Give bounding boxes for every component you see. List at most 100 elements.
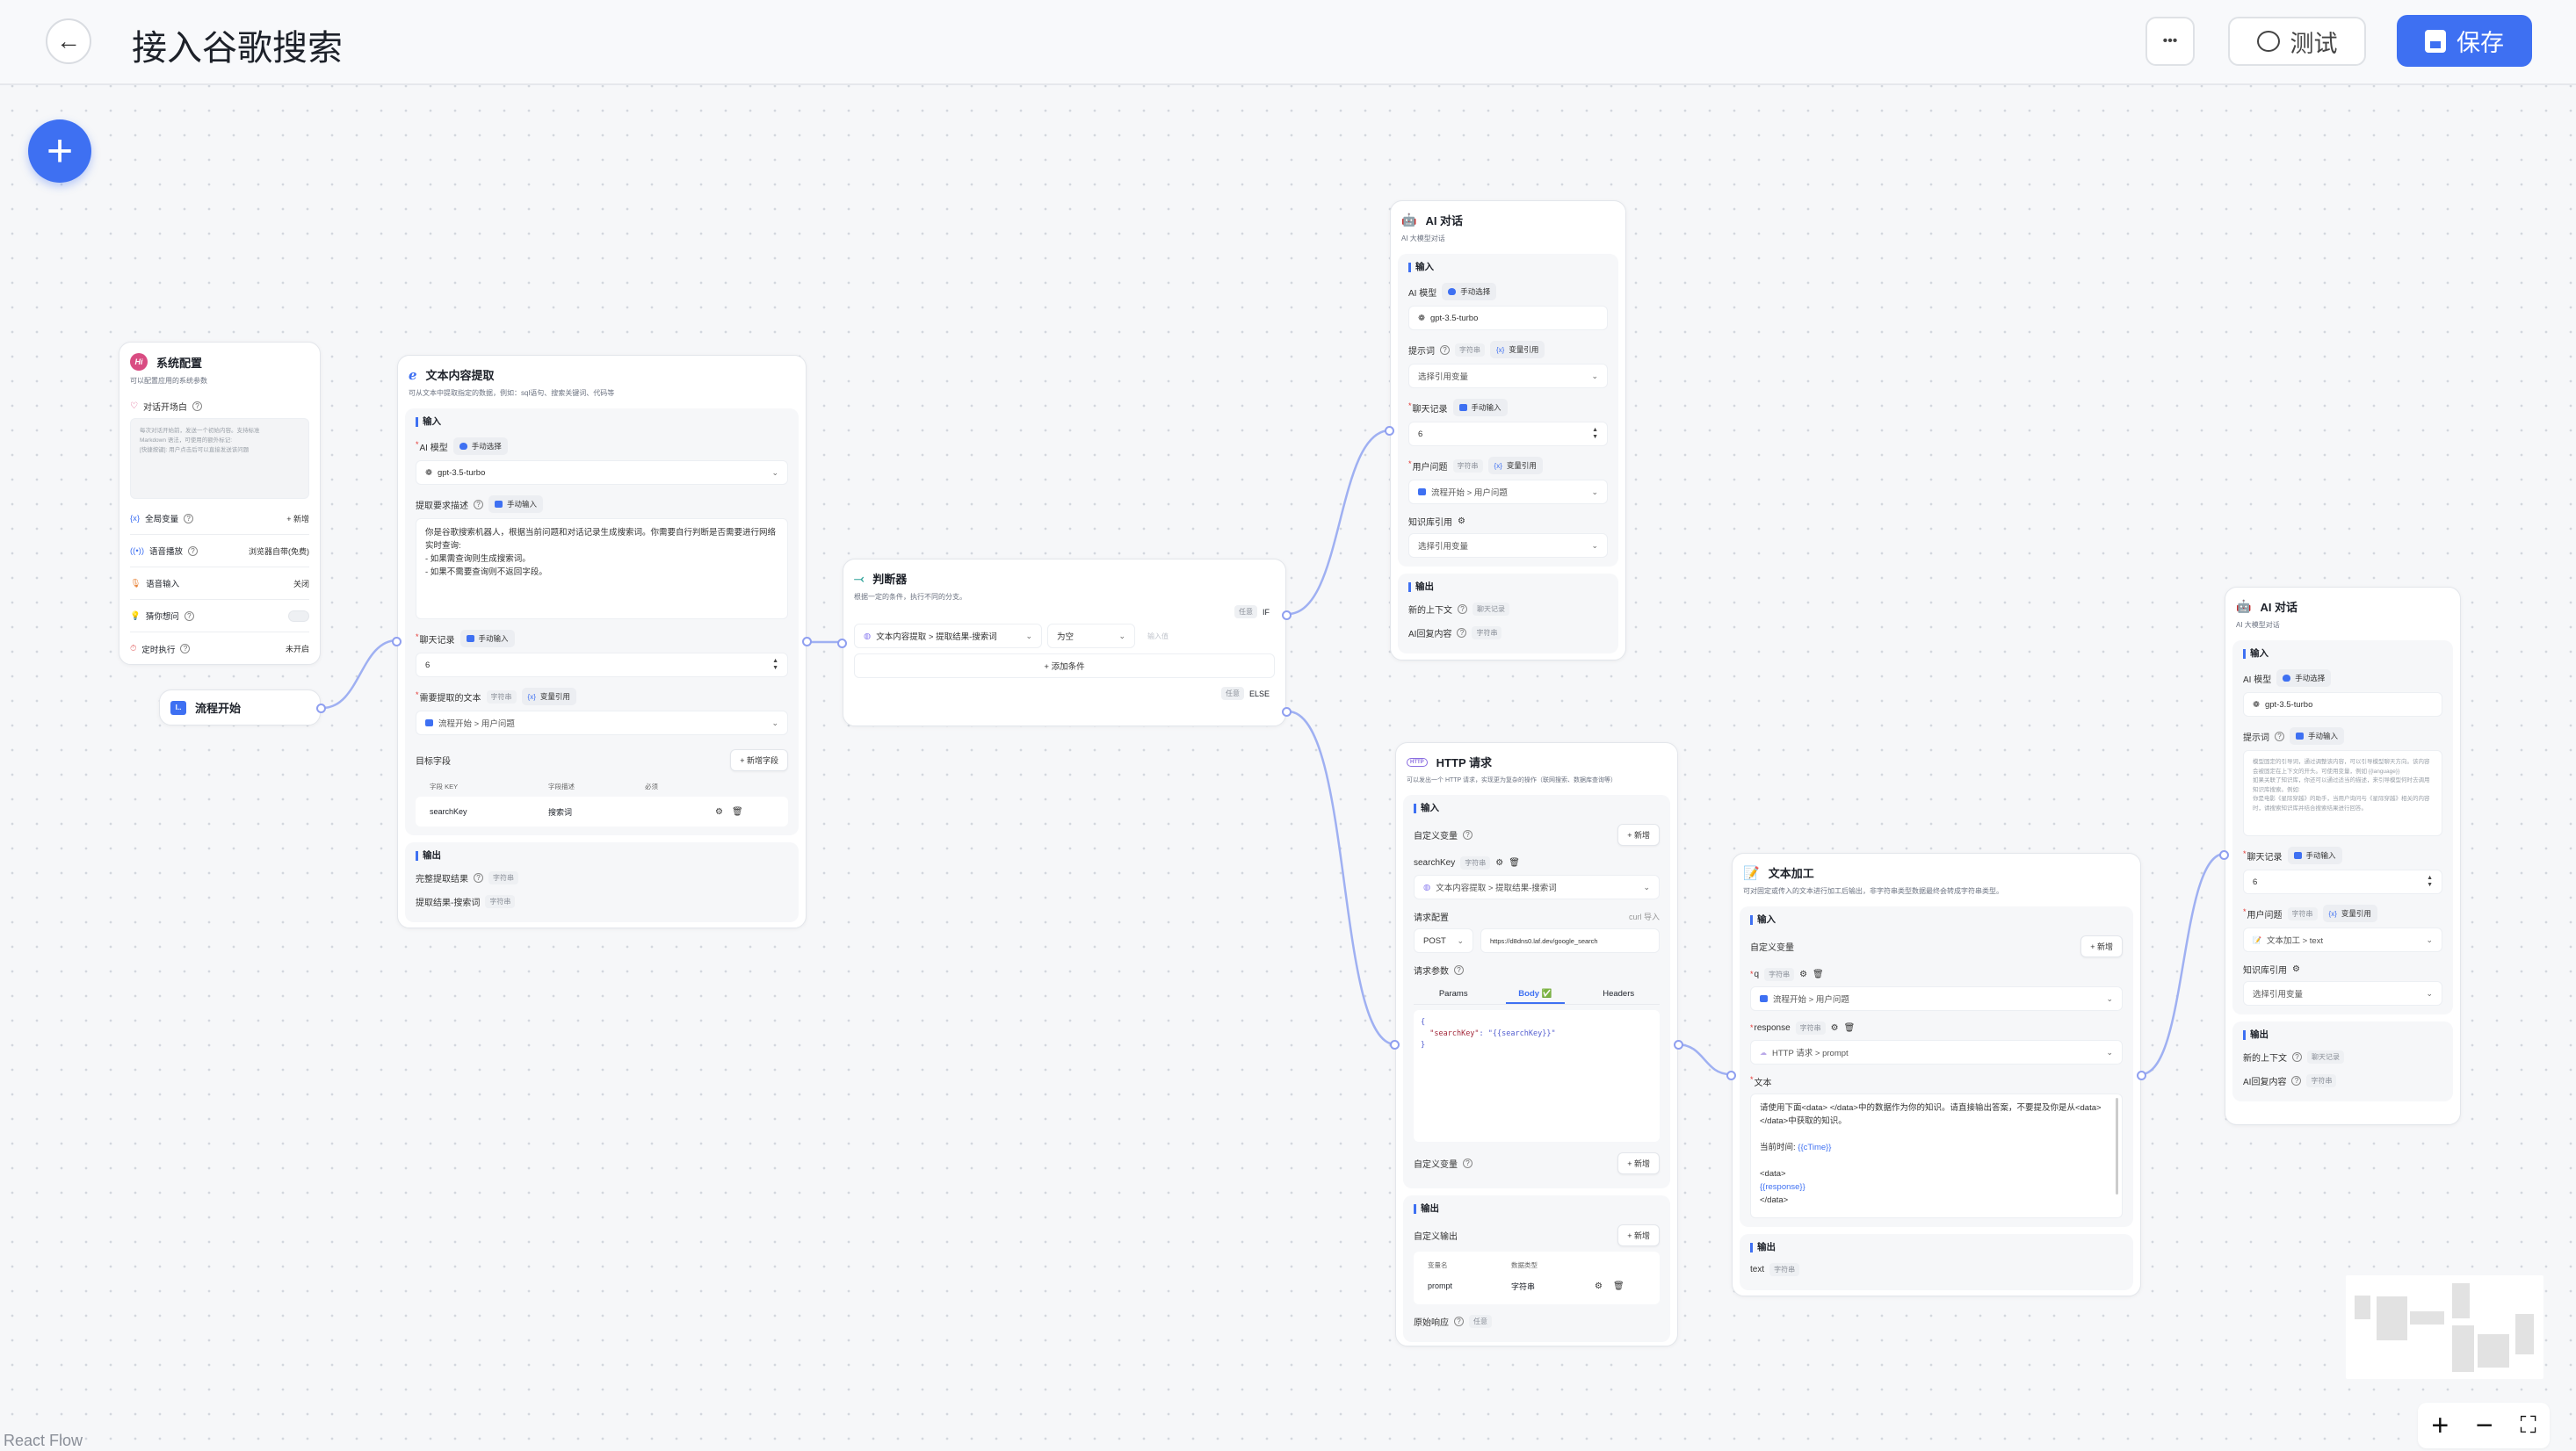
gear-icon[interactable]: ⚙ xyxy=(1458,516,1465,526)
tab-params[interactable]: Params xyxy=(1438,989,1468,999)
voice-input-value[interactable]: 关闭 xyxy=(293,579,309,588)
url-input[interactable]: https://d8dns0.laf.dev/google_search xyxy=(1480,928,1660,953)
if-output-handle[interactable] xyxy=(1282,610,1292,620)
back-button[interactable]: ← xyxy=(46,18,91,64)
response-select[interactable]: ☁HTTP 请求 > prompt⌄ xyxy=(1750,1040,2123,1065)
edge-judge-else-to-http[interactable] xyxy=(1287,710,1396,1046)
edge-text-edit-to-ai-chat-2[interactable] xyxy=(2140,852,2225,1076)
minimap[interactable] xyxy=(2346,1275,2543,1379)
voice-input-row[interactable]: 🎙语音输入关闭 xyxy=(130,567,309,600)
schedule-value[interactable]: 未开启 xyxy=(285,645,309,653)
var-ref-badge[interactable]: {x}变量引用 xyxy=(1490,341,1545,358)
condition-variable-select[interactable]: ◍文本内容提取 > 提取结果-搜索词⌄ xyxy=(854,624,1042,648)
gear-icon[interactable]: ⚙ xyxy=(2292,964,2300,974)
add-variable-button[interactable]: + 新增 xyxy=(1617,1152,1660,1174)
add-variable-button[interactable]: + 新增 xyxy=(1617,824,1660,846)
welcome-textarea[interactable]: 每次对话开始前，发送一个初始内容。支持标准 Markdown 语法，可使用的额外… xyxy=(130,418,309,499)
manual-input-badge[interactable]: 手动输入 xyxy=(2290,727,2345,745)
more-button[interactable]: ••• xyxy=(2145,17,2195,66)
trash-icon[interactable]: 🗑 xyxy=(1509,858,1520,868)
add-output-button[interactable]: + 新增 xyxy=(1617,1224,1660,1246)
fit-view-button[interactable]: ⛶ xyxy=(2520,1411,2536,1438)
editor-scrollbar[interactable] xyxy=(2116,1098,2118,1195)
ai-chat-node-2[interactable]: 🤖AI 对话 AI 大模型对话 输入 AI 模型手动选择 ❁gpt-3.5-tu… xyxy=(2219,587,2461,1125)
gear-icon[interactable]: ⚙ xyxy=(1830,1023,1839,1033)
output-handle[interactable] xyxy=(1674,1040,1683,1050)
user-question-select[interactable]: 流程开始 > 用户问题⌄ xyxy=(1408,480,1608,504)
add-field-button[interactable]: + 新增字段 xyxy=(730,749,788,771)
method-select[interactable]: POST⌄ xyxy=(1414,928,1473,953)
history-number-input[interactable]: 6▲▼ xyxy=(2243,870,2442,894)
model-select[interactable]: ❁gpt-3.5-turbo⌄ xyxy=(416,460,788,485)
stepper-icon[interactable]: ▲▼ xyxy=(772,658,778,671)
input-handle[interactable] xyxy=(1390,1040,1400,1050)
trash-icon[interactable]: 🗑 xyxy=(731,806,743,817)
prompt-select[interactable]: 选择引用变量⌄ xyxy=(1408,364,1608,388)
gear-icon[interactable]: ⚙ xyxy=(1595,1281,1603,1291)
manual-input-badge[interactable]: 手动输入 xyxy=(488,495,544,513)
stepper-icon[interactable]: ▲▼ xyxy=(2427,875,2433,888)
ai-chat-node[interactable]: 🤖AI 对话 AI 大模型对话 输入 AI 模型手动选择 ❁gpt-3.5-tu… xyxy=(1385,200,1626,661)
else-output-handle[interactable] xyxy=(1282,707,1292,717)
tab-headers[interactable]: Headers xyxy=(1603,989,1635,999)
tts-row[interactable]: ((•))语音播放?浏览器自带(免费) xyxy=(130,535,309,567)
body-editor[interactable]: { "searchKey": "{{searchKey}}"} xyxy=(1414,1010,1660,1142)
input-handle[interactable] xyxy=(837,639,847,648)
extract-prompt-textarea[interactable]: 你是谷歌搜索机器人，根据当前问题和对话记录生成搜索词。你需要自行判断是否需要进行… xyxy=(416,518,788,619)
model-select[interactable]: ❁gpt-3.5-turbo xyxy=(1408,306,1608,330)
operator-select[interactable]: 为空⌄ xyxy=(1047,624,1135,648)
input-handle[interactable] xyxy=(392,637,402,646)
add-condition-button[interactable]: + 添加条件 xyxy=(854,653,1275,678)
manual-select-badge[interactable]: 手动选择 xyxy=(2276,669,2332,687)
gear-icon[interactable]: ⚙ xyxy=(1495,858,1504,868)
manual-input-badge[interactable]: 手动输入 xyxy=(459,630,515,647)
text-template-editor[interactable]: 请使用下面<data> </data>中的数据作为你的知识。请直接输出答案，不要… xyxy=(1750,1094,2123,1218)
value-input[interactable]: 输入值 xyxy=(1147,632,1169,640)
stepper-icon[interactable]: ▲▼ xyxy=(1592,427,1598,440)
input-handle[interactable] xyxy=(2219,850,2229,860)
help-icon[interactable]: ? xyxy=(192,401,202,411)
trash-icon[interactable]: 🗑 xyxy=(1612,1281,1624,1291)
input-handle[interactable] xyxy=(1726,1071,1736,1080)
model-select[interactable]: ❁gpt-3.5-turbo xyxy=(2243,692,2442,717)
prompt-textarea[interactable]: 模型固定的引导词，通过调整该内容，可以引导模型聊天方向。该内容会被固定在上下文的… xyxy=(2243,750,2442,836)
add-node-button[interactable]: + xyxy=(28,119,91,183)
history-number-input[interactable]: 6▲▼ xyxy=(1408,422,1608,446)
var-ref-badge[interactable]: {x}变量引用 xyxy=(2322,905,2377,922)
gear-icon[interactable]: ⚙ xyxy=(715,806,723,817)
curl-import-link[interactable]: curl 导入 xyxy=(1628,913,1660,921)
output-handle[interactable] xyxy=(802,637,812,646)
var-ref-badge[interactable]: {x}变量引用 xyxy=(521,688,576,705)
text-source-select[interactable]: 流程开始 > 用户问题⌄ xyxy=(416,711,788,735)
tab-body[interactable]: Body ✅ xyxy=(1506,985,1565,1004)
output-handle[interactable] xyxy=(2137,1071,2146,1080)
user-question-select[interactable]: 📝文本加工 > text⌄ xyxy=(2243,928,2442,952)
search-key-select[interactable]: ◍文本内容提取 > 提取结果-搜索词⌄ xyxy=(1414,875,1660,899)
trash-icon[interactable]: 🗑 xyxy=(1813,970,1824,979)
add-variable-button[interactable]: + 新增 xyxy=(2080,935,2123,957)
save-button[interactable]: 保存 xyxy=(2397,15,2532,67)
suggest-toggle[interactable] xyxy=(288,610,309,622)
manual-input-badge[interactable]: 手动输入 xyxy=(2287,847,2342,864)
output-handle[interactable] xyxy=(316,704,326,713)
edge-http-to-text-edit[interactable] xyxy=(1676,1043,1731,1076)
trash-icon[interactable]: 🗑 xyxy=(1843,1023,1856,1033)
react-flow-attribution[interactable]: React Flow xyxy=(4,1432,83,1449)
text-edit-node[interactable]: 📝文本加工 可对固定或传入的文本进行加工后输出，非字符串类型数据最终会转成字符串… xyxy=(1726,853,2146,1296)
manual-select-badge[interactable]: 手动选择 xyxy=(1442,283,1497,300)
edge-start-to-extract[interactable] xyxy=(322,639,398,710)
add-global-var-button[interactable]: + 新增 xyxy=(286,514,309,523)
knowledge-base-select[interactable]: 选择引用变量⌄ xyxy=(2243,981,2442,1006)
zoom-in-button[interactable]: + xyxy=(2431,1408,2449,1442)
gear-icon[interactable]: ⚙ xyxy=(1799,970,1808,979)
input-handle[interactable] xyxy=(1385,426,1394,436)
tts-value[interactable]: 浏览器自带(免费) xyxy=(249,546,309,556)
edge-judge-if-to-ai-chat[interactable] xyxy=(1287,429,1391,616)
flow-start-node[interactable]: I..流程开始 xyxy=(159,689,326,726)
test-button[interactable]: 测试 xyxy=(2228,17,2366,66)
manual-input-badge[interactable]: 手动输入 xyxy=(1452,399,1508,416)
